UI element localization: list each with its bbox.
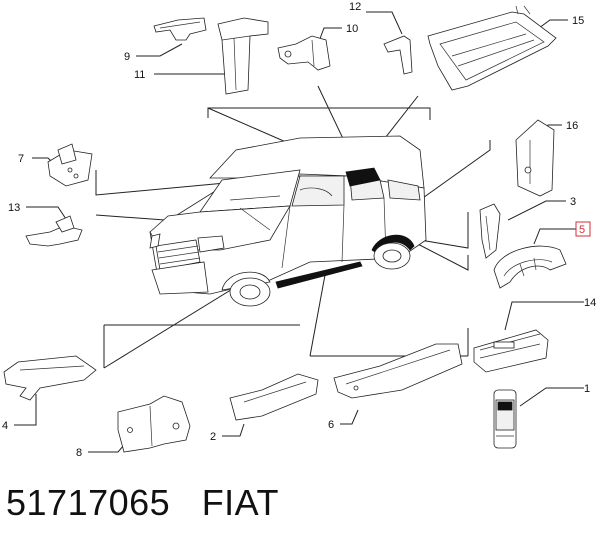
part-6	[333, 343, 463, 399]
callout-2: 2	[210, 431, 216, 443]
part-9	[153, 17, 207, 41]
part-4	[3, 355, 97, 401]
callout-11: 11	[134, 69, 145, 81]
part-number-caption: 51717065 FIAT	[6, 482, 279, 524]
part-7	[47, 143, 93, 187]
part-2	[229, 373, 319, 421]
callout-labels: 12 15 9 10 11 16 7 13 3 5 14 1 4 8 2 6	[2, 1, 596, 459]
callout-14: 14	[584, 297, 596, 309]
part-13	[25, 215, 83, 247]
callout-13: 13	[8, 202, 20, 214]
part-10	[277, 35, 331, 71]
part-11	[217, 17, 269, 95]
brand-name: FIAT	[201, 482, 280, 523]
callout-7: 7	[18, 153, 24, 165]
part-number: 51717065	[6, 482, 171, 523]
vehicle-illustration	[149, 135, 427, 307]
part-1	[493, 389, 517, 449]
callout-4: 4	[2, 420, 8, 432]
callout-15: 15	[572, 15, 584, 27]
callout-12: 12	[349, 1, 361, 13]
part-5	[493, 245, 567, 289]
part-14	[473, 329, 549, 373]
callout-5-highlight-box	[575, 221, 591, 237]
part-12	[383, 35, 413, 75]
callout-6: 6	[328, 419, 334, 431]
callout-1: 1	[584, 383, 590, 395]
part-16	[515, 119, 555, 197]
part-8	[117, 395, 191, 453]
callout-10: 10	[346, 23, 358, 35]
part-15	[427, 5, 557, 91]
callout-9: 9	[124, 51, 130, 63]
callout-5: 5	[579, 224, 585, 236]
callout-16: 16	[566, 120, 578, 132]
callout-8: 8	[76, 447, 82, 459]
callout-3: 3	[570, 196, 576, 208]
part-3	[479, 203, 501, 259]
